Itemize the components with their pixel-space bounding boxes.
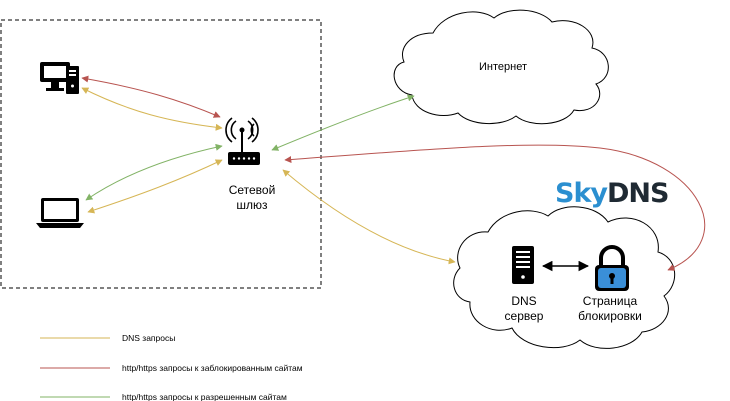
skydns-logo-sky: Sky	[555, 178, 608, 209]
server-icon	[512, 246, 534, 284]
skydns-logo: SkyDNS	[555, 178, 668, 209]
legend-allowed-label: http/https запросы к разрешенным сайтам	[122, 392, 287, 401]
legend-dns-label: DNS запросы	[122, 333, 175, 343]
allowed-arrow-laptop-router	[85, 143, 223, 201]
legend: DNS запросы http/https запросы к заблоки…	[40, 333, 303, 401]
gateway-label-line2: шлюз	[236, 198, 268, 212]
legend-blocked-label: http/https запросы к заблокированным сай…	[122, 363, 303, 373]
desktop-pc-icon	[40, 62, 79, 94]
block-page-label-line1: Страница	[583, 294, 638, 308]
internet-cloud	[393, 9, 609, 125]
dns-arrow-router-dns	[282, 169, 456, 265]
router-icon	[225, 117, 260, 165]
gateway-label-line1: Сетевой	[229, 183, 276, 197]
allowed-arrow-router-internet	[271, 94, 415, 151]
skydns-logo-dns: DNS	[607, 178, 668, 209]
dns-arrow-pc-router	[81, 87, 223, 131]
blocked-arrow-router-blockpage	[284, 144, 706, 271]
skydns-cloud	[453, 206, 676, 349]
local-network-boundary	[0, 19, 322, 289]
internet-label: Интернет	[479, 61, 527, 73]
dns-server-label-line1: DNS	[511, 294, 536, 308]
dns-server-label-line2: сервер	[505, 309, 544, 323]
laptop-icon	[36, 198, 84, 228]
block-page-label-line2: блокировки	[578, 309, 642, 323]
